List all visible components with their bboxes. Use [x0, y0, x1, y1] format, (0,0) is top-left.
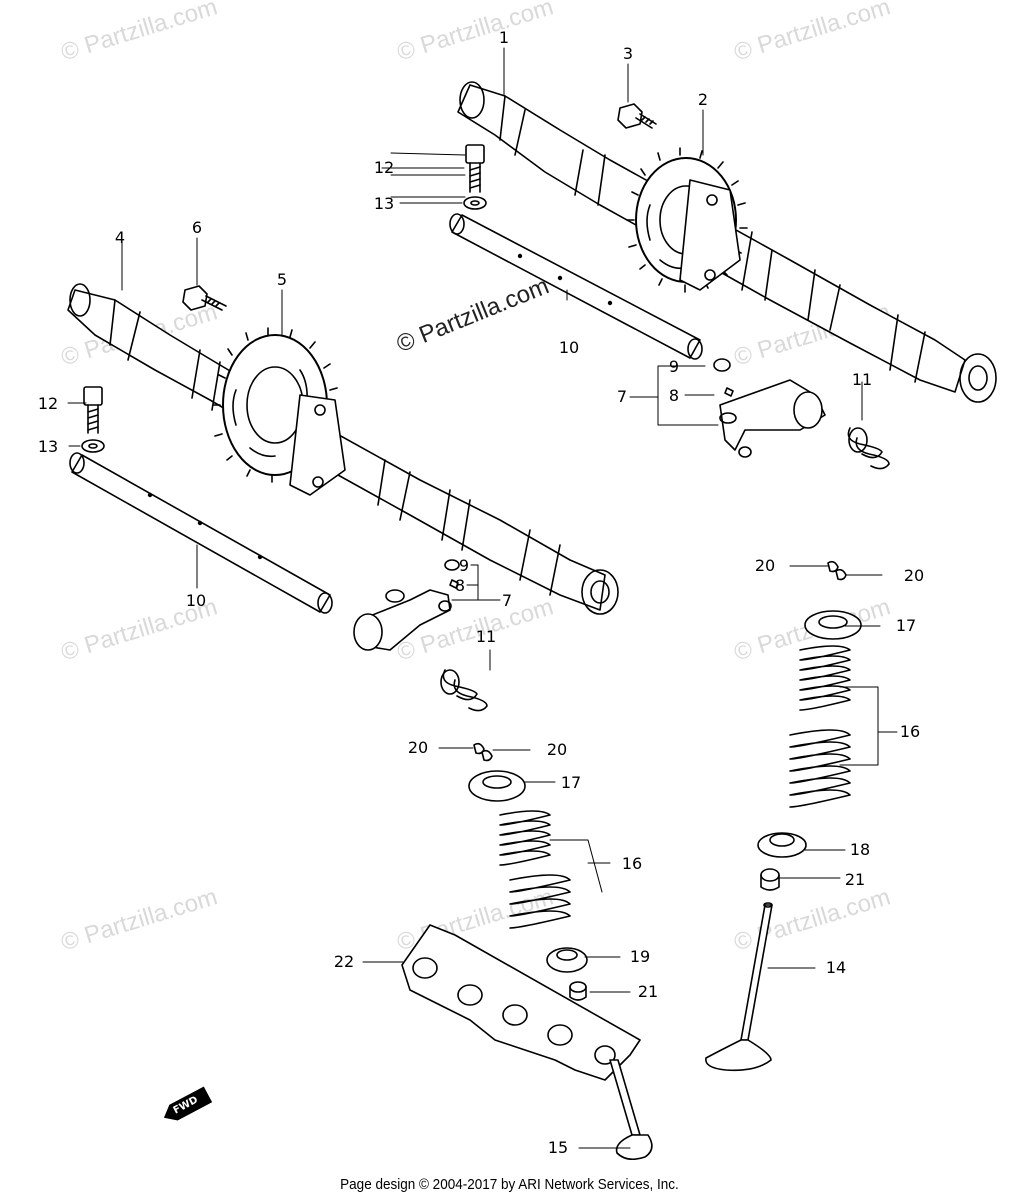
callout-16: 16	[899, 722, 921, 741]
callout-18: 18	[849, 840, 871, 859]
callout-20: 20	[407, 738, 429, 757]
spring-seat-19[interactable]	[546, 947, 588, 973]
spring-16-lower[interactable]	[499, 810, 571, 929]
callout-7: 7	[501, 591, 513, 610]
callout-4: 4	[114, 228, 126, 247]
callout-13: 13	[37, 437, 59, 456]
bolt-6[interactable]	[182, 285, 227, 311]
leader-lines	[67, 47, 898, 1149]
callout-22: 22	[333, 952, 355, 971]
callout-2: 2	[697, 90, 709, 109]
spring-16-right[interactable]	[789, 645, 851, 808]
sprocket-lower[interactable]	[212, 327, 346, 496]
callout-9: 9	[668, 357, 680, 376]
bolt-3[interactable]	[617, 103, 657, 129]
rocker-arm-upper[interactable]	[713, 358, 826, 458]
retainer-17-lower[interactable]	[468, 770, 526, 802]
callout-3: 3	[622, 44, 634, 63]
page-footer: Page design © 2004-2017 by ARI Network S…	[340, 1176, 679, 1193]
callout-8: 8	[454, 576, 466, 595]
spring-11-upper[interactable]	[847, 427, 890, 470]
callout-15: 15	[547, 1138, 569, 1157]
valve-14[interactable]	[705, 902, 773, 1072]
washer-13-upper[interactable]	[463, 196, 487, 210]
washer-13-lower[interactable]	[81, 439, 105, 453]
callout-11: 11	[851, 370, 873, 389]
sprocket-upper[interactable]	[626, 147, 748, 293]
bolt-12-lower[interactable]	[83, 386, 103, 434]
seal-21-lower[interactable]	[569, 981, 587, 1001]
callout-12: 12	[373, 158, 395, 177]
spring-seat-18[interactable]	[757, 832, 807, 858]
callout-21: 21	[637, 982, 659, 1001]
cotter-20-right[interactable]	[827, 560, 847, 581]
callout-6: 6	[191, 218, 203, 237]
callout-5: 5	[276, 270, 288, 289]
callout-11: 11	[475, 627, 497, 646]
spring-11-lower[interactable]	[440, 669, 488, 712]
callout-1: 1	[498, 28, 510, 47]
callout-12: 12	[37, 394, 59, 413]
retainer-17-right[interactable]	[804, 610, 862, 640]
callout-10: 10	[185, 591, 207, 610]
camshaft-lower[interactable]	[67, 283, 619, 615]
callout-20: 20	[903, 566, 925, 585]
callout-16: 16	[621, 854, 643, 873]
valve-15[interactable]	[609, 1059, 653, 1161]
seal-21-right[interactable]	[760, 868, 780, 891]
callout-13: 13	[373, 194, 395, 213]
rocker-arm-lower[interactable]	[353, 559, 460, 651]
cotter-20-lower[interactable]	[473, 742, 493, 762]
callout-21: 21	[844, 870, 866, 889]
callout-14: 14	[825, 958, 847, 977]
callout-20: 20	[546, 740, 568, 759]
rocker-shaft-lower[interactable]	[69, 452, 333, 614]
gasket-22[interactable]	[401, 924, 641, 1081]
callout-17: 17	[560, 773, 582, 792]
bolt-12-upper[interactable]	[465, 144, 485, 193]
callout-20: 20	[754, 556, 776, 575]
callout-10: 10	[558, 338, 580, 357]
callout-9: 9	[458, 556, 470, 575]
callout-19: 19	[629, 947, 651, 966]
rocker-shaft-upper[interactable]	[449, 213, 703, 360]
callout-17: 17	[895, 616, 917, 635]
callout-8: 8	[668, 386, 680, 405]
callout-7: 7	[616, 387, 628, 406]
